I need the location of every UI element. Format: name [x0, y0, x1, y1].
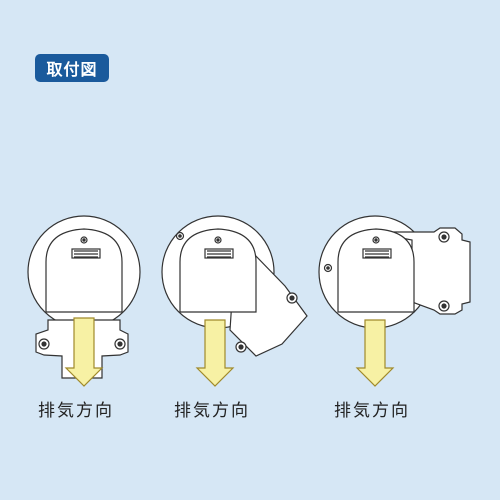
- title-badge: 取付図: [35, 54, 109, 82]
- exhaust-arrow-1: [64, 317, 104, 387]
- exhaust-direction-label-1: 排気方向: [38, 401, 114, 421]
- exhaust-direction-label-2: 排気方向: [174, 401, 250, 421]
- fan-unit-diagonal: [161, 215, 308, 387]
- fan-unit-downward: [27, 215, 141, 387]
- exhaust-arrow-3: [355, 319, 395, 387]
- exhaust-arrow-2: [195, 319, 235, 387]
- exhaust-direction-label-3: 排気方向: [334, 401, 410, 421]
- fan-unit-sideways: [318, 215, 471, 387]
